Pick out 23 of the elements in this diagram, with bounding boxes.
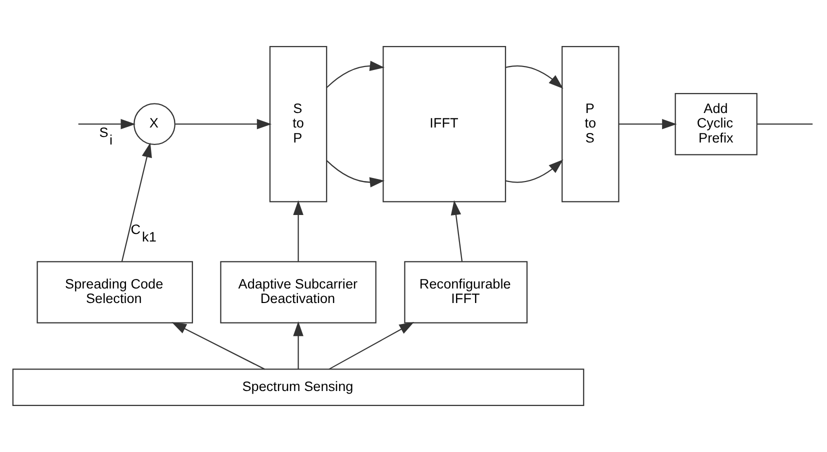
arrow xyxy=(172,322,265,370)
arrow xyxy=(326,60,385,88)
node-box: Adaptive Subcarrier Deactivation xyxy=(220,261,376,324)
arrow xyxy=(175,118,272,130)
node-box: P to S xyxy=(562,46,620,202)
node-circle: X xyxy=(134,103,176,146)
connector xyxy=(757,124,813,125)
node-box: S to P xyxy=(269,46,328,202)
arrow xyxy=(293,200,304,262)
arrow xyxy=(506,159,564,183)
arrow xyxy=(78,118,136,130)
arrow xyxy=(293,321,304,370)
arrow xyxy=(328,322,414,370)
arrow xyxy=(450,200,463,262)
node-box: Add Cyclic Prefix xyxy=(674,92,758,156)
arrow xyxy=(326,160,385,188)
node-box: IFFT xyxy=(382,46,506,202)
node-box: Spectrum Sensing xyxy=(12,368,584,406)
arrow xyxy=(121,142,152,262)
node-box: Spreading Code Selection xyxy=(36,261,193,324)
node-box: Reconfigurable IFFT xyxy=(404,261,528,324)
arrow xyxy=(618,118,677,130)
arrow xyxy=(506,65,564,89)
